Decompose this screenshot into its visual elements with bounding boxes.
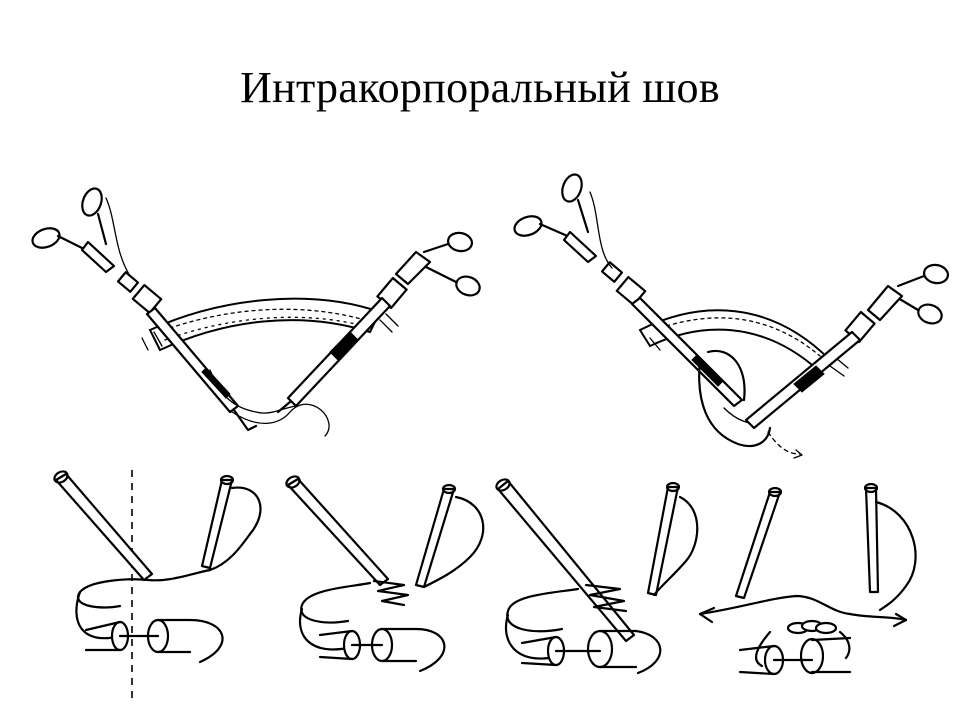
suture-thread <box>589 191 613 269</box>
tissue-fold <box>698 349 803 459</box>
illustration-bottom-4 <box>698 482 917 676</box>
illustration-bottom-1 <box>53 470 262 700</box>
suture-loop-icon <box>318 627 446 673</box>
left-grasper <box>513 173 744 408</box>
left-grasper <box>31 187 258 432</box>
tissue-edge <box>209 369 297 414</box>
illustration-top-right <box>513 173 950 459</box>
suture-knot-icon <box>738 619 852 676</box>
slide-title: Интракорпоральный шов <box>240 63 720 112</box>
right-needle-driver <box>744 263 950 430</box>
illustration-bottom-2 <box>285 475 485 673</box>
right-needle-driver <box>276 231 481 414</box>
suture-loop-icon <box>84 618 224 664</box>
suture-thread <box>105 197 330 437</box>
suture-loop-icon <box>520 629 662 675</box>
illustration-bottom-3 <box>495 478 699 675</box>
illustration-top-left <box>31 187 481 437</box>
